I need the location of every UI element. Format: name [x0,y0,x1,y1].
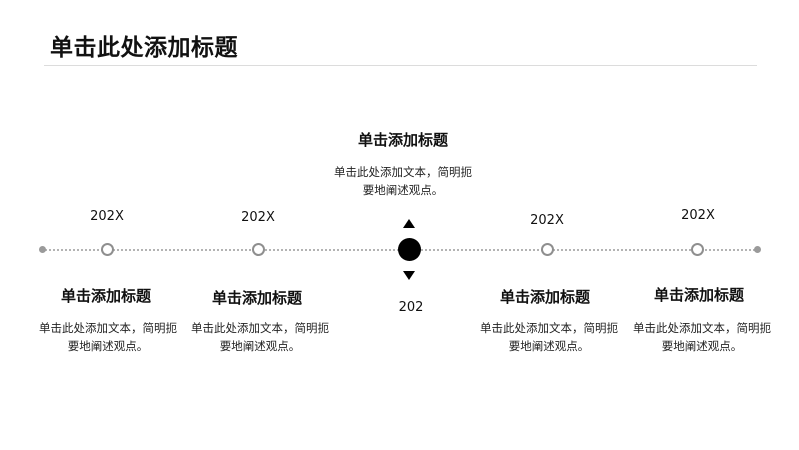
timeline-node-3-active [398,238,421,261]
timeline-end-dot [754,246,761,253]
timeline-marker-down [403,271,415,280]
milestone-5-title: 单击添加标题 [653,286,744,304]
timeline-node-1 [101,243,114,256]
milestone-4-desc: 单击此处添加文本，简明扼要地阐述观点。 [480,321,618,353]
timeline-node-5 [691,243,704,256]
milestone-2-desc: 单击此处添加文本，简明扼要地阐述观点。 [191,321,329,353]
milestone-3-year: 202 [398,300,424,315]
milestone-5-year: 202X [681,208,715,223]
milestone-1-title: 单击添加标题 [60,287,151,305]
milestone-2-year: 202X [241,210,275,225]
timeline-start-dot [39,246,46,253]
milestone-4-year: 202X [530,213,564,228]
milestone-3-title: 单击添加标题 [357,131,448,149]
milestone-5-desc: 单击此处添加文本，简明扼要地阐述观点。 [633,321,771,353]
milestone-2-title: 单击添加标题 [211,289,302,307]
milestone-1-year: 202X [90,209,124,224]
title-divider [44,65,757,66]
milestone-3-desc: 单击此处添加文本，简明扼要地阐述观点。 [334,165,472,197]
page-title: 单击此处添加标题 [50,35,238,61]
milestone-4-title: 单击添加标题 [499,288,590,306]
timeline-node-2 [252,243,265,256]
milestone-1-desc: 单击此处添加文本，简明扼要地阐述观点。 [39,321,177,353]
timeline-node-4 [541,243,554,256]
timeline-marker-up [403,219,415,228]
